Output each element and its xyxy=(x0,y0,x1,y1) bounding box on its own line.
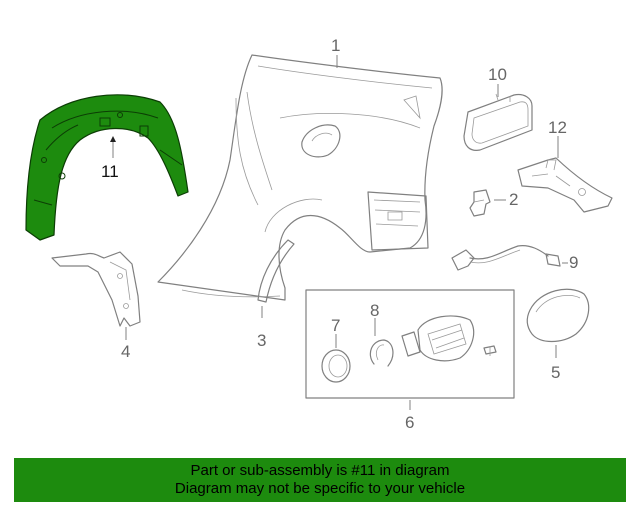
part-2-clip[interactable] xyxy=(469,189,491,217)
arrow-11 xyxy=(110,136,116,142)
part-8-seal[interactable] xyxy=(369,339,394,367)
part-7-ring[interactable] xyxy=(321,349,351,383)
fuel-door-housing xyxy=(401,315,497,362)
part-4-mount-bracket[interactable] xyxy=(51,251,141,327)
callout-8[interactable]: 8 xyxy=(370,301,379,320)
callout-3[interactable]: 3 xyxy=(257,331,266,350)
part-9-cable[interactable] xyxy=(451,245,561,271)
part-11-fender-liner[interactable] xyxy=(25,94,189,241)
part-3-molding[interactable] xyxy=(257,239,295,303)
parts-diagram: 11 1 10 12 2 xyxy=(25,36,613,432)
banner-line-2: Diagram may not be specific to your vehi… xyxy=(174,480,466,497)
callout-4[interactable]: 4 xyxy=(121,342,130,361)
part-10-bracket[interactable] xyxy=(463,93,533,151)
callout-12[interactable]: 12 xyxy=(548,118,567,137)
banner-line-1: Part or sub-assembly is #11 in diagram xyxy=(190,462,450,479)
callout-7[interactable]: 7 xyxy=(331,316,340,335)
callout-5[interactable]: 5 xyxy=(551,363,560,382)
callout-2[interactable]: 2 xyxy=(509,190,518,209)
callout-10[interactable]: 10 xyxy=(488,65,507,84)
callout-11[interactable]: 11 xyxy=(101,162,119,181)
part-1-quarter-panel[interactable] xyxy=(157,54,443,301)
info-banner: Part or sub-assembly is #11 in diagram D… xyxy=(14,458,626,502)
part-5-fuel-door[interactable] xyxy=(526,288,590,343)
callout-6[interactable]: 6 xyxy=(405,413,414,432)
callout-1[interactable]: 1 xyxy=(331,36,340,55)
part-12-bracket[interactable] xyxy=(517,157,613,213)
callout-9[interactable]: 9 xyxy=(569,253,578,272)
part-6-kit-box[interactable] xyxy=(305,289,515,399)
